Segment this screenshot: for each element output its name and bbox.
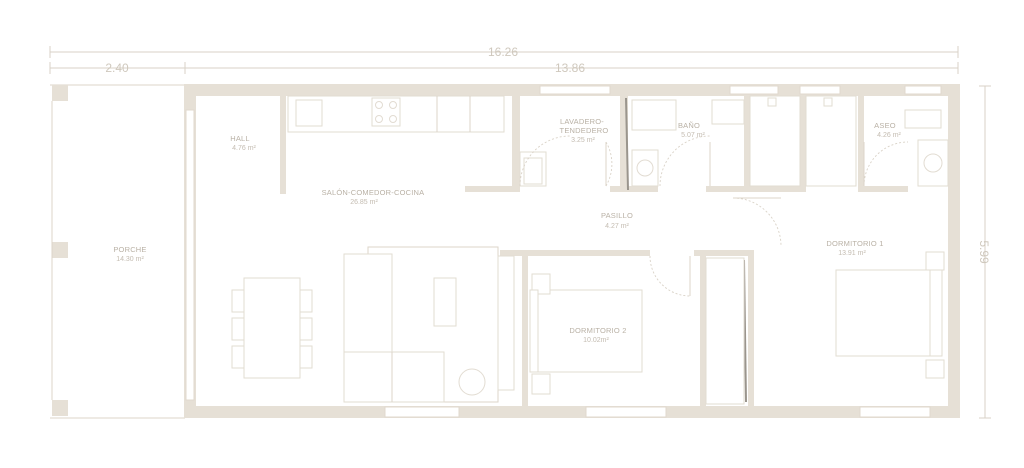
- room-lavadero-area: 3.25 m²: [571, 137, 595, 144]
- room-aseo-name: ASEO: [874, 121, 896, 130]
- kitchen-counter: [287, 95, 505, 133]
- room-hall-area: 4.76 m²: [232, 145, 256, 152]
- room-salon-area: 26.85 m²: [350, 199, 378, 206]
- interior-walls: [280, 96, 908, 406]
- room-dormitorio1-area: 13.91 m²: [838, 250, 866, 257]
- dim-porch-width: 2.40: [105, 61, 129, 75]
- bathroom-fixtures: [631, 95, 949, 187]
- room-salon-name: SALÓN-COMEDOR-COCINA: [322, 188, 425, 197]
- room-lavadero-name-1: LAVADERO-: [560, 117, 604, 126]
- room-dormitorio2-name: DORMITORIO 2: [569, 326, 626, 335]
- room-bano-area: 5.07 m²: [681, 132, 705, 139]
- room-hall-name: HALL: [230, 134, 250, 143]
- dim-house-depth: 5.99: [977, 240, 991, 264]
- dimension-lines: [49, 46, 991, 419]
- room-dormitorio2-area: 10.02m²: [583, 337, 609, 344]
- doors: [519, 135, 909, 297]
- living-sofa: [343, 246, 515, 403]
- room-porche-area: 14.30 m²: [116, 256, 144, 263]
- room-bano-name: BAÑO: [678, 121, 700, 130]
- room-pasillo-area: 4.27 m²: [605, 223, 629, 230]
- room-labels: PORCHE 14.30 m² HALL 4.76 m² SALÓN-COMED…: [113, 117, 901, 344]
- bedroom-1-furniture: [705, 251, 945, 405]
- dim-house-width: 13.86: [555, 61, 585, 75]
- porch: [50, 84, 185, 419]
- dim-total-width: 16.26: [488, 45, 518, 59]
- exterior-walls: [184, 84, 960, 418]
- room-porche-name: PORCHE: [113, 245, 146, 254]
- bedroom-2-furniture: [529, 273, 643, 395]
- dining-table: [231, 277, 313, 379]
- laundry-appliances: [519, 151, 547, 187]
- room-pasillo-name: PASILLO: [601, 211, 633, 220]
- room-dormitorio1-name: DORMITORIO 1: [826, 239, 883, 248]
- room-lavadero-name-2: TENDEDERO: [560, 126, 609, 135]
- room-aseo-area: 4.26 m²: [877, 132, 901, 139]
